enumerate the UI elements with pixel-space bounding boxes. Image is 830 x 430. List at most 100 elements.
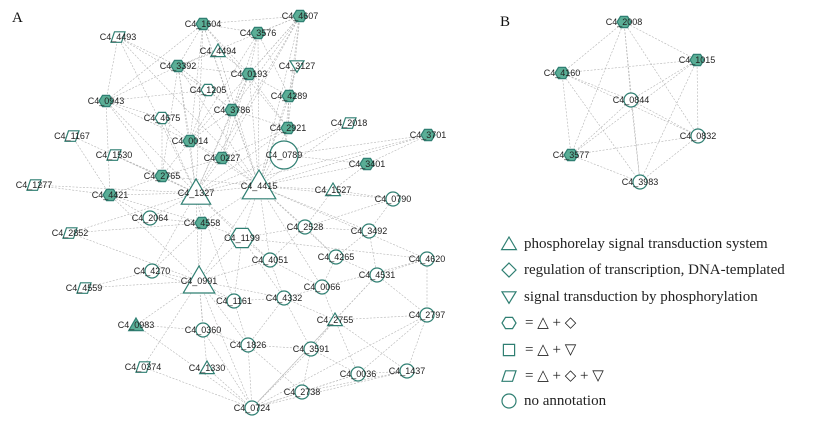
network-a-edge [283,297,336,321]
network-a-edge [177,50,219,67]
network-a-node[interactable]: C4_4289 [271,89,308,103]
network-a-node[interactable]: C4_1161 [216,293,252,309]
network-a-edge [177,65,191,142]
node-label: C4_4558 [184,218,221,228]
network-a-node[interactable]: C4_4675 [144,111,181,125]
node-hexagon-icon [182,134,198,148]
node-label: C4_2008 [606,17,643,27]
network-a-node[interactable]: C4_0193 [231,67,268,81]
network-a-node[interactable]: C4_1527 [315,181,352,197]
node-label: C4_4265 [318,252,355,262]
network-a-node[interactable]: C4_3786 [214,103,251,117]
network-a-edge [105,100,197,194]
network-a-node[interactable]: C4_1530 [96,149,133,161]
network-a-node[interactable]: C4_1826 [230,337,267,353]
network-b-edge [570,59,698,156]
network-a-node[interactable]: C4_0014 [172,134,209,148]
network-a-edge [366,134,429,165]
network-a-node[interactable]: C4_4620 [409,251,446,267]
network-a-node[interactable]: C4_1199 [224,227,260,249]
network-a-node[interactable]: C4_0360 [185,322,222,338]
network-a-node[interactable]: C4_1277 [16,179,53,191]
network-a-node[interactable]: C4_1167 [54,130,90,142]
network-a-node[interactable]: C4_4607 [282,9,319,23]
network-a-node[interactable]: C4_4531 [359,267,396,283]
node-label: C4_4620 [409,254,446,264]
network-b-edge [570,21,625,156]
network-a-node[interactable]: C4_2921 [270,121,307,135]
network-a-node[interactable]: C4_0227 [204,151,241,165]
node-label: C4_4421 [92,190,129,200]
network-a-node[interactable]: C4_3401 [349,157,386,171]
network-a-node[interactable]: C4_3701 [410,128,447,142]
panel-label-b: B [500,14,510,30]
network-a-node[interactable]: C4_2528 [287,219,324,235]
network-a-node[interactable]: C4_0983 [118,316,155,332]
network-a-node[interactable]: C4_3392 [160,59,197,73]
network-a-edge [195,109,233,194]
network-a-node[interactable]: C4_2755 [317,311,354,327]
network-a-node[interactable]: C4_0789 [266,140,303,170]
network-a-node[interactable]: C4_4415 [241,168,278,200]
node-hexagon-icon [616,15,632,29]
node-parallelogram-icon [64,130,80,142]
network-a-edge [142,280,200,368]
network-a-node[interactable]: C4_4559 [66,282,103,294]
network-a-node[interactable]: C4_0790 [375,191,412,207]
network-a-node[interactable]: C4_4421 [92,188,129,202]
network-a-node[interactable]: C4_3492 [351,223,388,239]
node-circle-icon [294,384,310,400]
network-a-node[interactable]: C4_1437 [389,363,426,379]
network-b-node[interactable]: C4_3983 [622,174,659,190]
network-a-edge [304,226,370,232]
network-a-node[interactable]: C4_4493 [100,31,137,43]
node-label: C4_4607 [282,11,319,21]
network-b-node[interactable]: C4_4160 [544,66,581,80]
node-label: C4_0832 [680,131,717,141]
network-a-node[interactable]: C4_0374 [125,361,162,373]
network-a-node[interactable]: C4_4270 [134,263,171,279]
network-a-node[interactable]: C4_4051 [252,252,289,268]
network-a-node[interactable]: C4_3127 [279,60,316,74]
network-b-node[interactable]: C4_1015 [679,53,716,67]
network-a-edge [247,344,253,409]
network-a-node[interactable]: C4_4265 [318,249,355,265]
network-a-edge [334,319,408,372]
node-circle-icon [385,191,401,207]
network-a-node[interactable]: C4_3576 [240,26,277,40]
network-a-node[interactable]: C4_1327 [178,177,215,205]
network-b-node[interactable]: C4_2008 [606,15,643,29]
network-a-node[interactable]: C4_4558 [184,216,221,230]
network-a-edge [105,100,111,196]
network-b-node[interactable]: C4_3577 [553,148,590,162]
node-label: C4_3786 [214,105,251,115]
network-a-node[interactable]: C4_2852 [52,227,89,239]
network-a-node[interactable]: C4_2765 [144,169,181,183]
network-a-edge [161,140,191,177]
node-label: C4_3576 [240,28,277,38]
network-a-node[interactable]: C4_0943 [88,94,125,108]
node-label: C4_0066 [304,282,341,292]
network-a-edge [241,237,428,260]
network-a-node[interactable]: C4_4494 [200,42,237,58]
legend-text: = △ + ▽ [525,342,577,358]
network-a-node[interactable]: C4_3591 [293,341,330,357]
network-a-edge [248,73,289,129]
network-a-node[interactable]: C4_1604 [185,17,222,31]
network-a-edge [376,274,428,316]
network-b-node[interactable]: C4_0844 [613,92,650,108]
network-a-node[interactable]: C4_0066 [304,279,341,295]
network-b-node[interactable]: C4_0832 [680,128,717,144]
network-a-node[interactable]: C4_0036 [340,366,377,382]
network-a-edge [357,370,408,375]
network-a-node[interactable]: C4_2738 [284,384,321,400]
network-a-node[interactable]: C4_0724 [234,400,271,416]
network-a-node[interactable]: C4_2064 [132,210,169,226]
network-a-node[interactable]: C4_2797 [409,307,446,323]
network-a-node[interactable]: C4_1330 [189,359,226,375]
network-a-node[interactable]: C4_1205 [190,83,227,97]
network-a-node[interactable]: C4_2018 [331,117,368,129]
network-a-node[interactable]: C4_4332 [266,290,303,306]
legend-text: = △ + ◇ + ▽ [525,368,604,384]
network-a-node[interactable]: C4_0991 [181,264,218,294]
